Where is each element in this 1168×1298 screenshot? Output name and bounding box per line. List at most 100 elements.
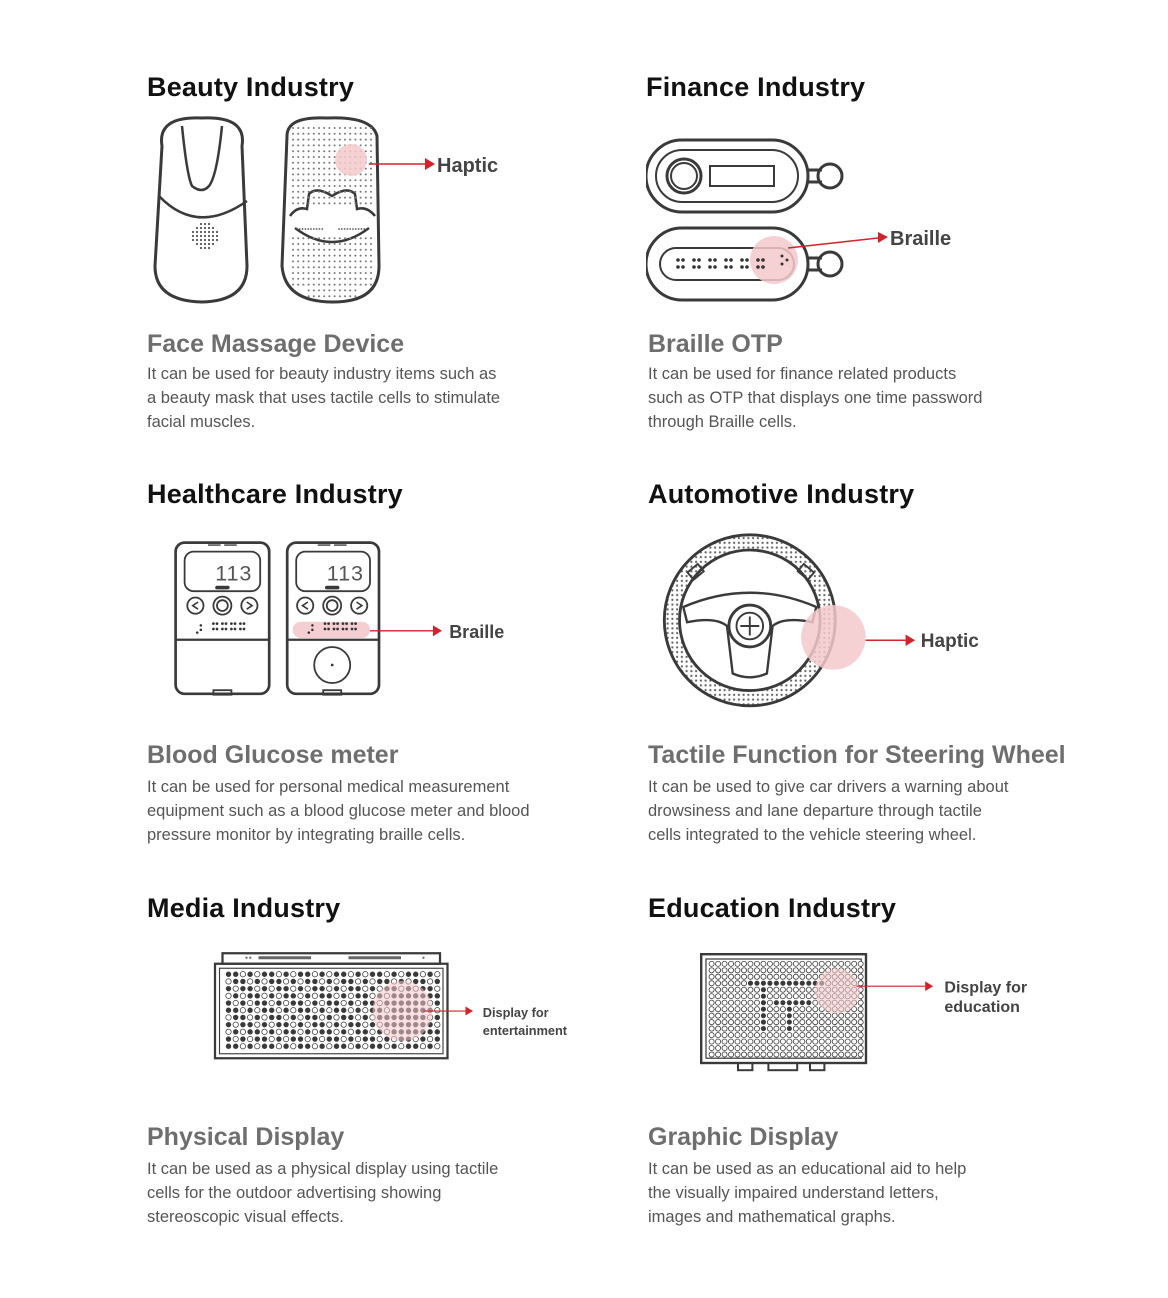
dot — [338, 295, 341, 298]
dot — [857, 999, 864, 1006]
dot — [792, 1019, 799, 1026]
dot — [230, 622, 233, 625]
dot — [715, 1019, 722, 1026]
dot — [318, 132, 320, 135]
dot — [319, 999, 326, 1007]
dot — [276, 1036, 282, 1042]
dot — [191, 234, 195, 238]
dot — [297, 190, 300, 193]
dot — [269, 1007, 275, 1013]
dot — [728, 1051, 734, 1058]
dot — [715, 967, 722, 974]
dot — [857, 1032, 864, 1039]
dot — [359, 144, 362, 147]
dot — [312, 985, 318, 992]
dot — [292, 127, 294, 129]
dot — [708, 1045, 715, 1052]
dot — [370, 132, 372, 135]
dot — [818, 1038, 825, 1045]
dot — [297, 1007, 304, 1013]
dot — [297, 167, 300, 170]
dot — [232, 1021, 239, 1028]
dot — [268, 985, 275, 992]
dot — [240, 985, 246, 992]
desc-line: the visually impaired understand letters… — [648, 1184, 939, 1202]
dot — [338, 138, 341, 141]
dot — [323, 283, 326, 286]
dot — [708, 1038, 715, 1045]
dot — [377, 1043, 383, 1049]
dot — [276, 1000, 282, 1006]
dot — [734, 993, 741, 1000]
dot — [844, 1032, 851, 1039]
dot — [318, 248, 320, 251]
dot — [805, 1038, 812, 1045]
dot — [844, 1038, 851, 1045]
dot — [312, 277, 315, 280]
dot — [708, 1019, 715, 1026]
dot — [786, 967, 793, 974]
dot — [312, 185, 315, 187]
dot — [708, 1025, 715, 1032]
dot — [721, 967, 728, 974]
dot — [349, 248, 352, 251]
dot — [766, 973, 773, 980]
dot — [851, 960, 858, 967]
dot — [242, 622, 246, 625]
dot — [729, 265, 733, 269]
dot — [355, 985, 361, 992]
dot — [792, 986, 799, 993]
dot — [261, 1043, 268, 1049]
dot — [224, 622, 228, 625]
dot — [741, 1012, 747, 1019]
dot — [364, 237, 367, 240]
dot — [333, 260, 336, 263]
dot — [857, 1051, 864, 1058]
dot — [225, 1000, 232, 1006]
dot — [307, 179, 310, 182]
dot — [323, 243, 326, 245]
dot — [207, 230, 211, 234]
dot — [721, 1032, 728, 1039]
dot — [275, 1028, 282, 1035]
dot — [323, 190, 326, 193]
dot — [302, 254, 305, 257]
dot — [364, 277, 367, 280]
dot — [319, 971, 325, 977]
dot — [364, 150, 367, 153]
dot — [344, 277, 346, 280]
dot — [307, 631, 311, 634]
dot — [779, 1006, 786, 1013]
dot — [239, 622, 242, 625]
dot — [283, 971, 289, 977]
dot — [318, 289, 320, 292]
dot — [333, 1000, 340, 1006]
dot — [338, 144, 341, 147]
dot — [338, 202, 341, 205]
dot — [207, 234, 211, 238]
dot — [290, 1014, 296, 1021]
dot — [318, 190, 320, 193]
dot — [851, 1012, 858, 1019]
dot — [312, 190, 315, 193]
dot — [413, 978, 419, 985]
dot — [754, 967, 760, 974]
dot — [225, 985, 232, 992]
dot — [741, 967, 747, 974]
dot — [851, 1051, 858, 1058]
dot — [760, 1006, 766, 1012]
dot — [364, 272, 367, 274]
dot — [370, 144, 372, 147]
dot — [359, 196, 362, 199]
dot — [297, 978, 304, 985]
dot — [715, 1006, 722, 1013]
dot — [708, 967, 715, 974]
arrow-icon — [925, 981, 934, 991]
desc-line: through Braille cells. — [648, 413, 797, 431]
dot — [349, 289, 352, 292]
dot — [323, 295, 326, 298]
dot — [359, 202, 362, 205]
dot — [312, 127, 315, 129]
dot — [363, 228, 366, 230]
braille-highlight — [292, 621, 370, 638]
